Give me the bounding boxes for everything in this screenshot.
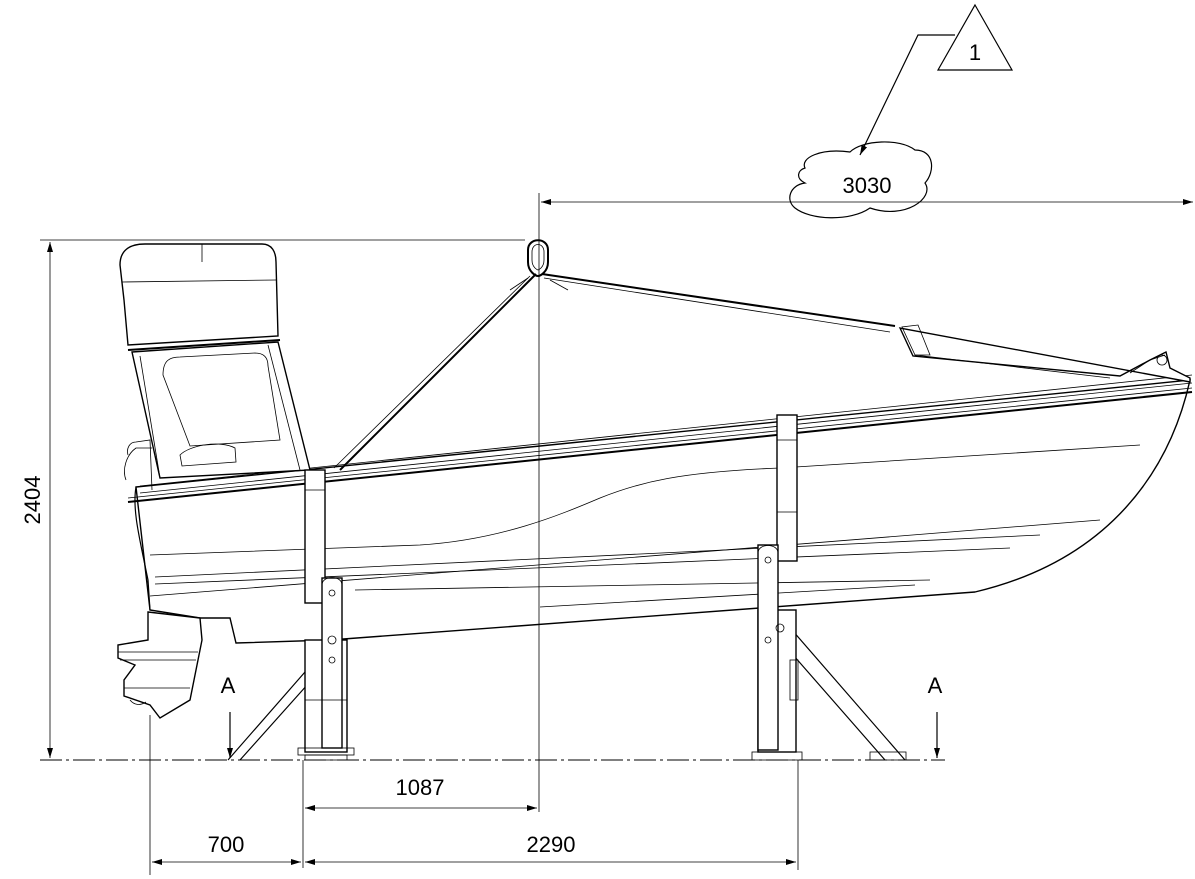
revision-marker-label: 1 (969, 40, 981, 65)
lifting-straps (304, 414, 798, 604)
support-stand-fwd (751, 544, 907, 761)
bow-console (898, 324, 1191, 383)
strap-fwd (776, 414, 798, 562)
revision-marker: 1 (859, 3, 1014, 156)
dimension-stand-spacing: 2290 (305, 760, 799, 870)
dimension-stand-to-lift-point-label: 1087 (396, 775, 445, 800)
section-marker-left: A (221, 673, 236, 758)
dimension-stern-to-stand-label: 700 (208, 832, 245, 857)
section-marker-right: A (928, 673, 943, 758)
dimension-stern-to-stand: 700 (149, 715, 301, 875)
dimension-lift-point-to-stern: 3030 (538, 141, 1193, 812)
dimension-height-label: 2404 (20, 476, 45, 525)
strap-aft (304, 469, 326, 604)
dimension-stand-to-lift-point: 1087 (302, 760, 537, 868)
dimension-stand-spacing-label: 2290 (527, 832, 576, 857)
revision-triangle (936, 3, 1014, 71)
section-label-left: A (221, 673, 236, 698)
dimension-lift-point-to-stern-label: 3030 (843, 173, 892, 198)
revision-cloud (789, 141, 933, 219)
boat-hull (124, 374, 1193, 644)
outboard-motor (117, 611, 203, 719)
section-label-right: A (928, 673, 943, 698)
wheelhouse (119, 243, 311, 491)
support-stand-aft (227, 577, 355, 761)
dimension-height: 2404 (20, 239, 525, 758)
revision-leader (859, 34, 955, 156)
